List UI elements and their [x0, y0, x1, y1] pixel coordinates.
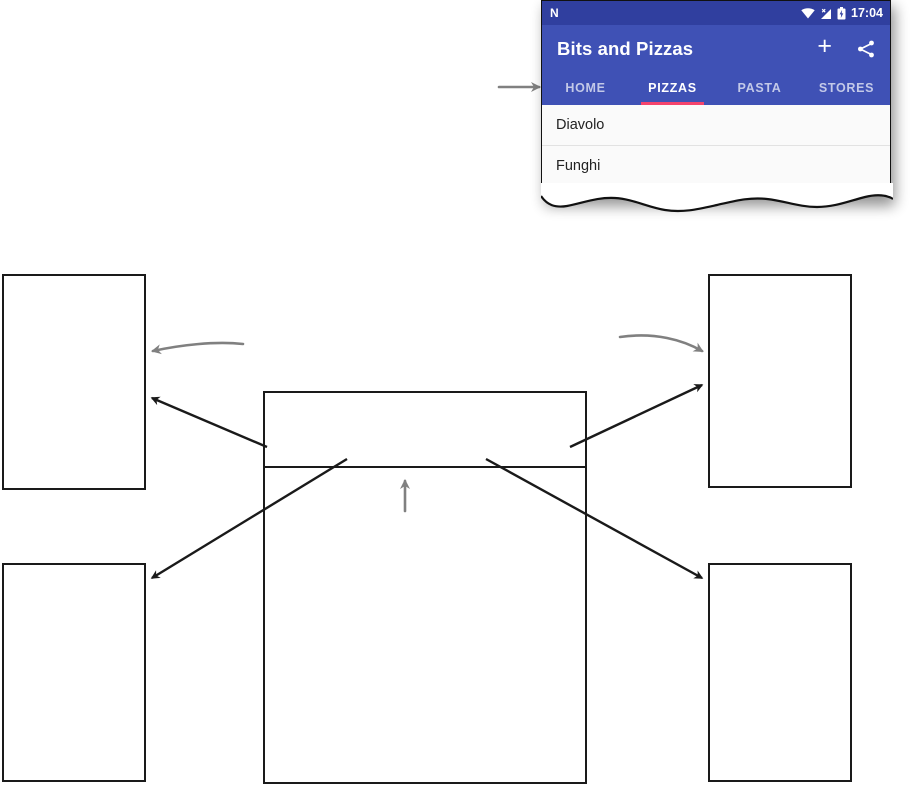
status-bar-icons: 17:04 [801, 5, 883, 20]
android-n-logo: N [550, 6, 559, 20]
torn-paper-edge [541, 183, 893, 213]
app-bar-actions: + [817, 32, 876, 61]
connector-center-to-top-right [569, 383, 704, 449]
exercise-box-bottom-right[interactable] [708, 563, 852, 782]
status-bar-clock: 17:04 [851, 5, 883, 20]
app-bar: Bits and Pizzas + [542, 25, 890, 72]
tab-stores[interactable]: STORES [818, 80, 875, 95]
annotation-arrow-to-top-right-box [618, 334, 704, 353]
tab-pasta[interactable]: PASTA [737, 80, 782, 95]
center-box-divider [265, 466, 585, 468]
connector-center-to-top-left [150, 396, 268, 449]
exercise-box-center[interactable] [263, 391, 587, 784]
exercise-box-bottom-left[interactable] [2, 563, 146, 782]
android-status-bar: N [542, 1, 890, 25]
list-item[interactable]: Funghi [542, 146, 890, 187]
wifi-icon [801, 7, 815, 19]
exercise-box-top-left[interactable] [2, 274, 146, 490]
list-item[interactable]: Diavolo [542, 105, 890, 146]
exercise-box-top-right[interactable] [708, 274, 852, 488]
android-screen: N [541, 0, 891, 196]
tab-bar: HOME PIZZAS PASTA STORES [542, 72, 890, 105]
annotation-arrow-to-top-left-box [151, 341, 245, 355]
app-title: Bits and Pizzas [557, 37, 694, 59]
add-icon[interactable]: + [817, 32, 832, 60]
tab-pizzas[interactable]: PIZZAS [629, 72, 716, 105]
battery-icon [837, 6, 846, 20]
signal-icon [820, 7, 832, 19]
android-screenshot-card: N [541, 0, 895, 213]
tab-home[interactable]: HOME [565, 80, 606, 95]
share-icon[interactable] [856, 39, 876, 59]
